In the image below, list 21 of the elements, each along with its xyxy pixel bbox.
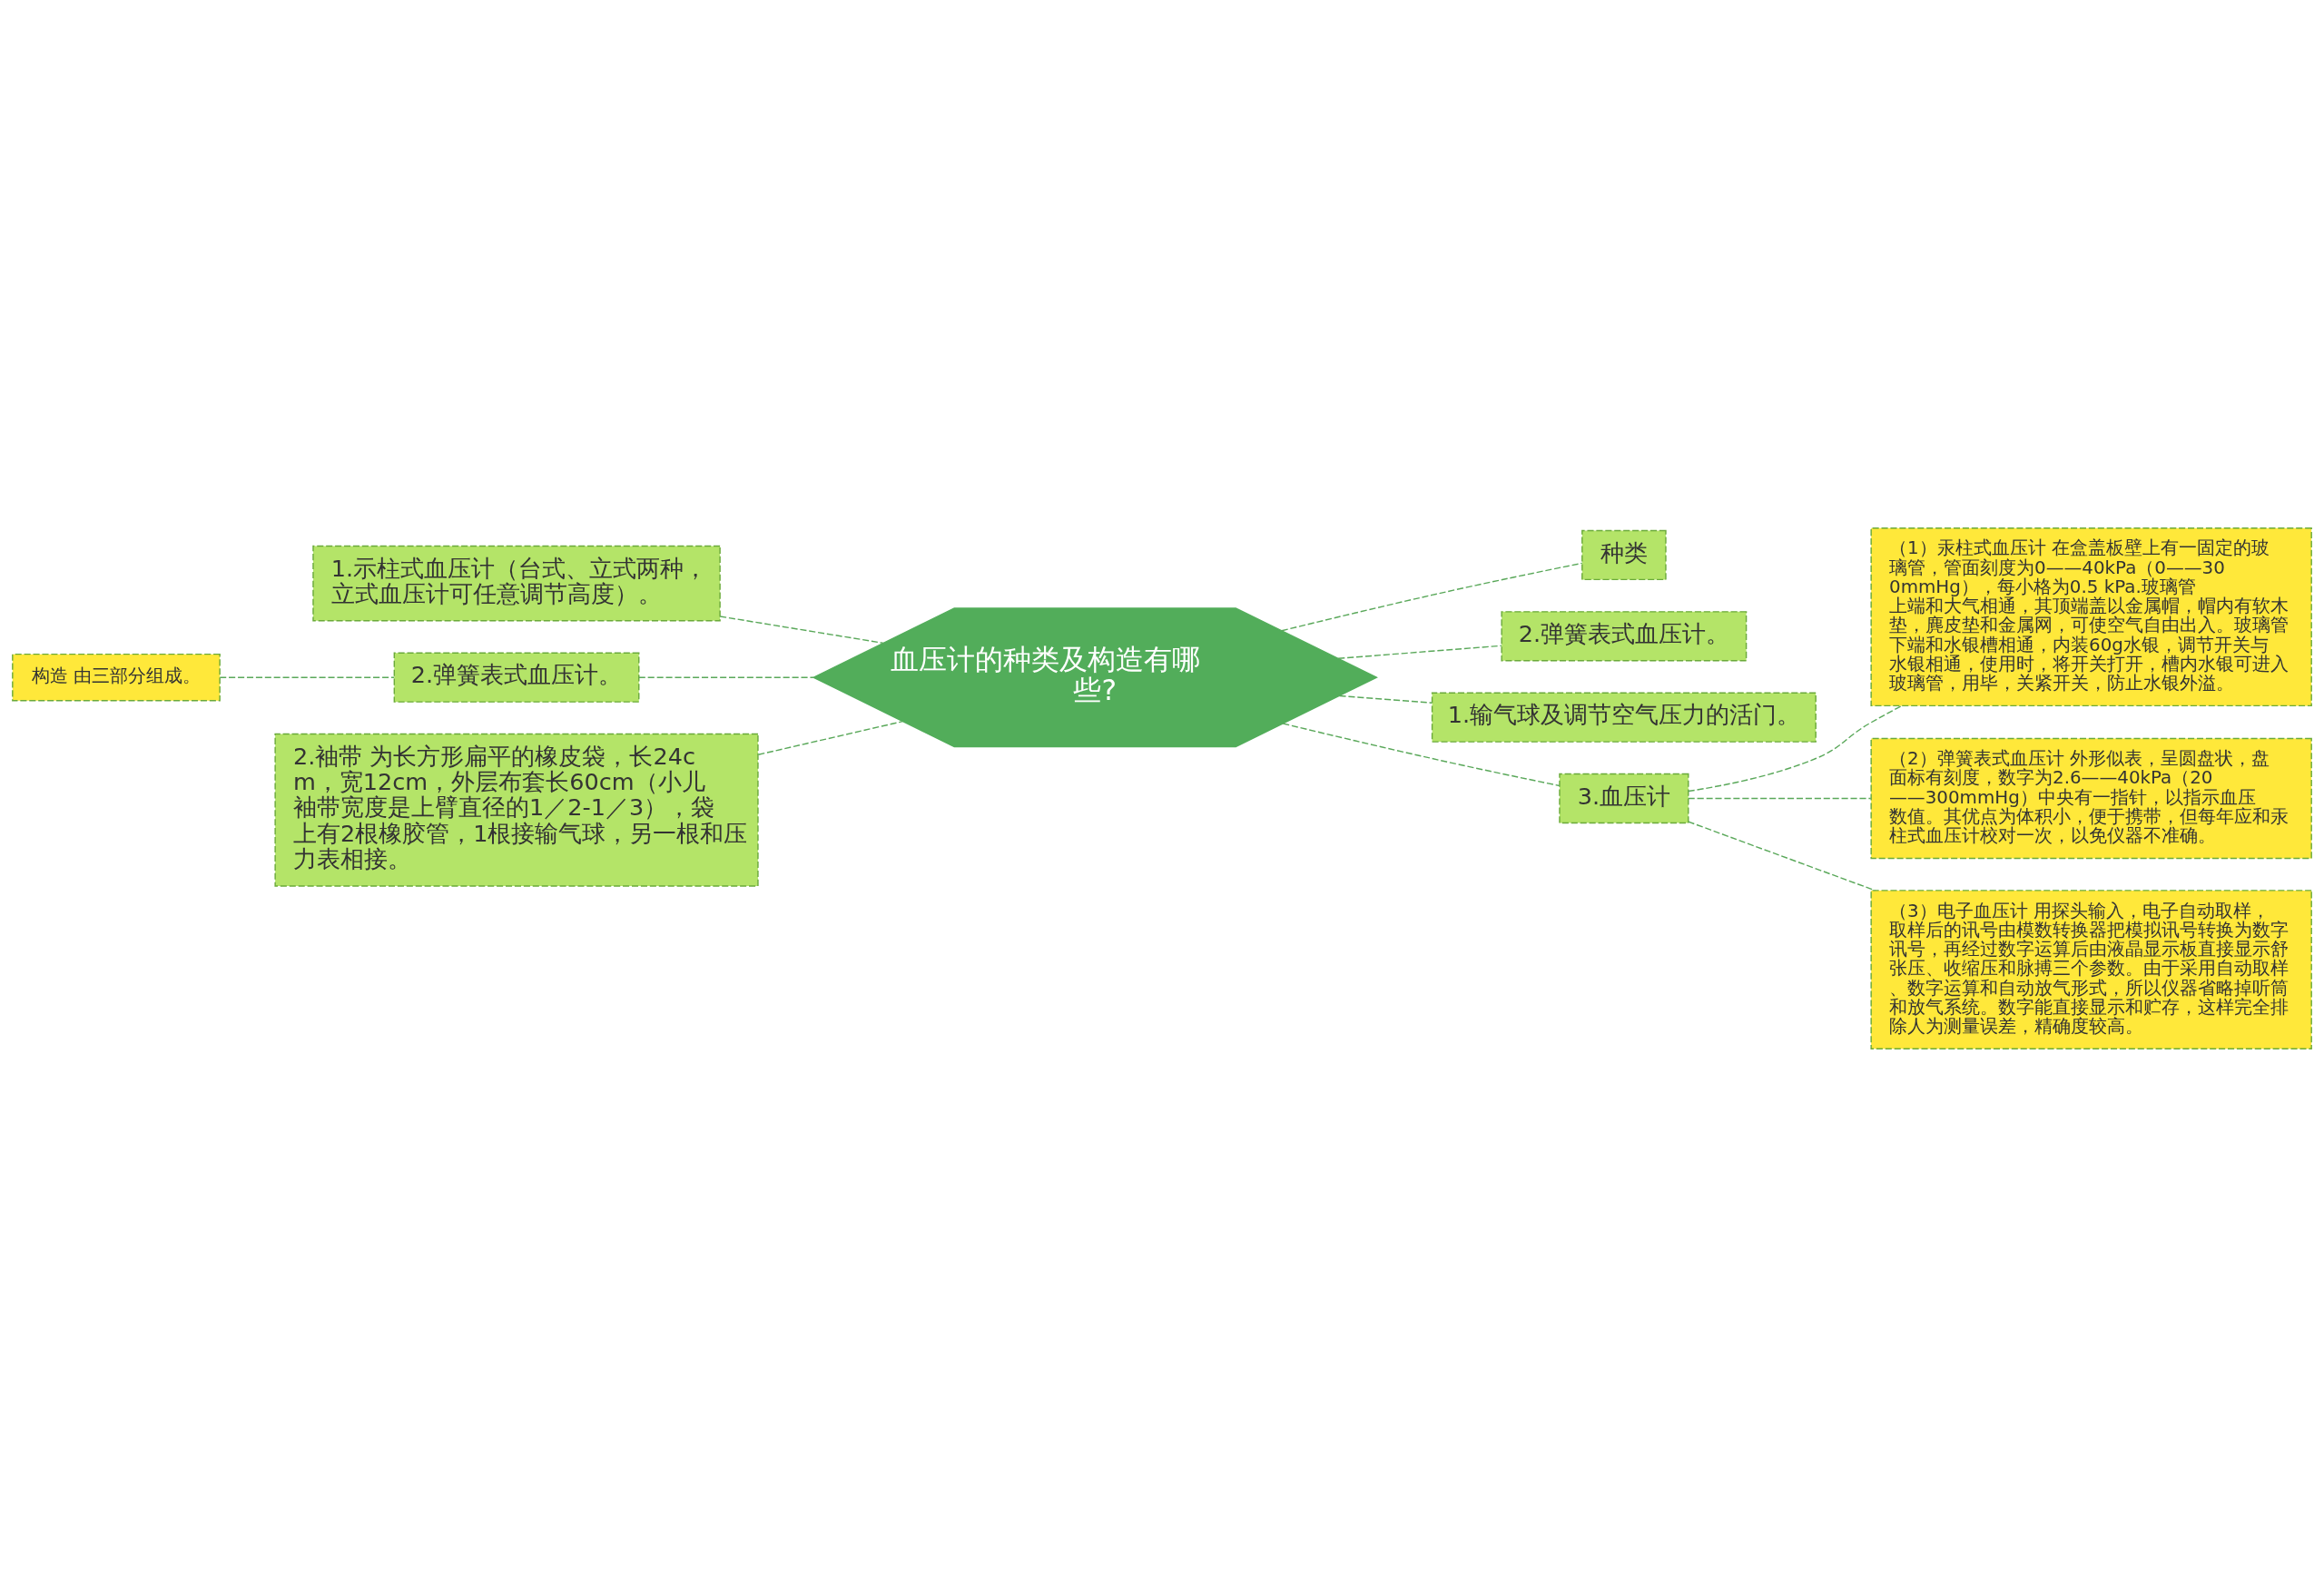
connector: [638, 675, 814, 678]
node-box: 1.示柱式血压计（台式、立式两种，立式血压计可任意调节高度）。: [312, 545, 721, 621]
node-box: 2.弹簧表式血压计。: [1501, 610, 1748, 661]
connector: [757, 720, 903, 755]
connector: [1688, 704, 1903, 792]
connector: [719, 615, 884, 644]
connector: [1282, 722, 1561, 786]
connector: [1337, 645, 1502, 659]
node-box: （3）电子血压计 用探头输入，电子自动取样，取样后的讯号由模数转换器把模拟讯号转换为数字讯号，再经过数字运算后由液晶显示板直接显示舒张压、收缩压和脉搏三个参数。由于采用自动取样、数字运算和自动放气形式，所以仪器省略掉听筒和放气系统。数字能直接显示和贮存，这样完全排除人为测量误差，精确度较高。: [1870, 889, 2312, 1049]
node-box: （2）弹簧表式血压计 外形似表，呈圆盘状，盘面标有刻度，数字为2.6——40kPa（20——300mmHg）中央有一指针，以指示血压数值。其优点为体积小，便于携带，但每年应和汞柱式血压计校对一次，以免仪器不准确。: [1870, 737, 2312, 859]
node-box: 3.血压计: [1559, 773, 1689, 823]
connector: [1338, 694, 1433, 704]
node-box: （1）汞柱式血压计 在盒盖板壁上有一固定的玻璃管，管面刻度为0——40kPa（0——300mmHg），每小格为0.5 kPa.玻璃管上端和大气相通，其顶端盖以金属帽，帽内有软木垫，麂皮垫和金属网，可使空气自由出入。玻璃管下端和水银槽相通，内装60g水银，调节开关与水银相通，使用时，将开关打开，槽内水银可进入玻璃管，用毕，关紧开关，防止水银外溢。: [1870, 527, 2312, 706]
node-box: 构造 由三部分组成。: [12, 653, 221, 701]
node-box: 2.弹簧表式血压计。: [393, 652, 640, 703]
node-box: 1.输气球及调节空气压力的活门。: [1431, 692, 1817, 743]
connector: [1281, 562, 1583, 631]
node-box: 种类: [1581, 529, 1667, 580]
node-box: 2.袖带 为长方形扁平的橡皮袋，长24cm，宽12cm，外层布套长60cm（小儿袖带宽度是上臂直径的1／2-1／3），袋上有2根橡胶管，1根接输气球，另一根和压力表相接。: [274, 733, 759, 887]
connector: [219, 675, 395, 678]
connector: [1688, 797, 1872, 799]
